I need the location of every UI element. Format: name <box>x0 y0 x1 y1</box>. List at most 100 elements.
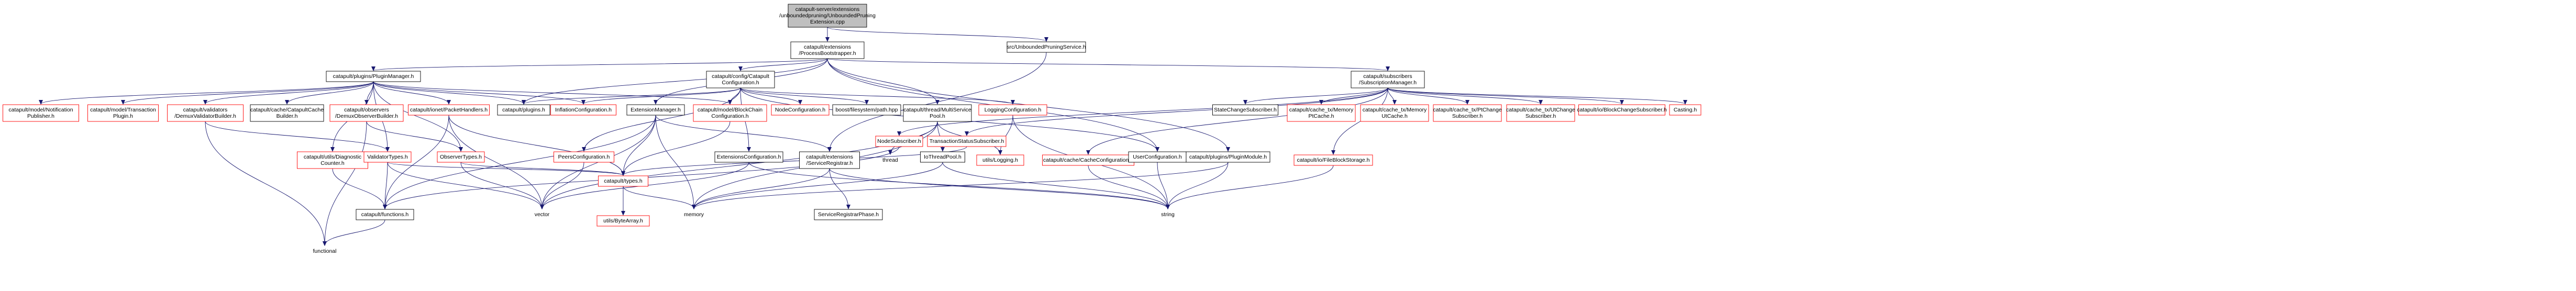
edge-procboot-to-submgr <box>827 58 1390 71</box>
edge-catconfig-to-nodeconfig <box>740 87 802 105</box>
node-functions[interactable]: catapult/functions.h <box>356 209 414 220</box>
node-box-submgr <box>1351 71 1425 88</box>
node-box-logging <box>976 154 1024 166</box>
edge-demuxobs-to-observertypes <box>366 121 463 152</box>
node-label-notifpub-0: catapult/model/Notification <box>8 107 73 113</box>
edge-packethandlers-to-vector <box>448 115 544 209</box>
node-svcregistrar[interactable]: catapult/extensions/ServiceRegistrar.h <box>799 151 860 169</box>
node-logging[interactable]: utils/Logging.h <box>976 154 1024 166</box>
node-label-txplugin-0: catapult/model/Transaction <box>90 107 156 113</box>
node-peersconfig[interactable]: PeersConfiguration.h <box>554 151 614 163</box>
node-iothreadpool[interactable]: IoThreadPool.h <box>920 151 965 163</box>
node-txstatussub[interactable]: TransactionStatusSubscriber.h <box>927 136 1007 147</box>
node-loggingconfig[interactable]: LoggingConfiguration.h <box>978 104 1047 116</box>
edge-submgr-to-memutcache <box>1387 87 1397 105</box>
node-box-procboot <box>790 41 865 59</box>
node-label-utchange-1: Subscriber.h <box>1525 113 1556 119</box>
node-inflation[interactable]: InflationConfiguration.h <box>550 104 616 116</box>
edge-procboot-to-pluginmgr <box>371 58 828 71</box>
node-cacheconfig[interactable]: catapult/cache/CacheConfiguration.h <box>1042 154 1134 166</box>
node-label-extconfig-0: ExtensionsConfiguration.h <box>717 154 781 160</box>
node-label-root-1: /unboundedpruning/UnboundedPruning <box>779 13 876 19</box>
node-label-svcphase-0: ServiceRegistrarPhase.h <box>818 211 879 218</box>
edge-extmgr-to-functions <box>383 115 656 209</box>
edge-pluginmgr-to-packethandlers <box>373 81 451 105</box>
node-unbounded[interactable]: src/UnboundedPruningService.h <box>1007 41 1086 53</box>
node-svcphase[interactable]: ServiceRegistrarPhase.h <box>814 209 883 220</box>
edge-blockchainconfig-to-types <box>621 121 731 176</box>
node-label-peersconfig-0: PeersConfiguration.h <box>558 154 610 160</box>
edge-procboot-to-plugins <box>522 58 828 105</box>
node-label-catconfig-1: Configuration.h <box>722 80 759 86</box>
edge-iothreadpool-to-memory <box>692 162 943 209</box>
edge-multiservice-to-vector <box>540 121 938 209</box>
node-observertypes[interactable]: ObserverTypes.h <box>437 151 485 163</box>
node-procboot[interactable]: catapult/extensions/ProcessBootstrapper.… <box>790 41 865 59</box>
node-label-pluginmgr-0: catapult/plugins/PluginManager.h <box>333 73 414 80</box>
node-packethandlers[interactable]: catapult/ionet/PacketHandlers.h <box>408 104 490 116</box>
node-label-cachebuilder-0: catapult/cache/CatapultCache <box>250 107 324 113</box>
node-statechange[interactable]: StateChangeSubscriber.h <box>1212 104 1278 116</box>
node-label-functions-0: catapult/functions.h <box>361 211 409 218</box>
node-validatortypes[interactable]: ValidatorTypes.h <box>363 151 412 163</box>
node-label-boostpath-0: boost/filesystem/path.hpp <box>835 107 898 113</box>
node-box-filestorage <box>1293 154 1373 166</box>
edge-observertypes-to-types <box>460 162 625 176</box>
edge-pluginmgr-to-plugins <box>373 81 526 105</box>
edge-demuxval-to-validatortypes <box>205 121 390 152</box>
node-demuxobs[interactable]: catapult/observers/DemuxObserverBuilder.… <box>329 104 404 122</box>
edge-loggingconfig-to-logging <box>998 115 1013 155</box>
edge-submgr-to-blockchangesub <box>1387 87 1624 105</box>
node-extconfig[interactable]: ExtensionsConfiguration.h <box>714 151 783 163</box>
node-box-nodeconfig <box>771 104 830 116</box>
edge-submgr-to-nodesub <box>897 87 1388 136</box>
edge-catconfig-to-plugins <box>522 87 741 105</box>
node-submgr[interactable]: catapult/subscribers/SubscriptionManager… <box>1351 71 1425 88</box>
node-demuxval[interactable]: catapult/validators/DemuxValidatorBuilde… <box>167 104 244 122</box>
node-filestorage[interactable]: catapult/io/FileBlockStorage.h <box>1293 154 1373 166</box>
node-label-memptcache-0: catapult/cache_tx/Memory <box>1289 107 1354 113</box>
node-extmgr[interactable]: ExtensionManager.h <box>626 104 685 116</box>
node-label-catconfig-0: catapult/config/Catapult <box>712 73 769 80</box>
node-blockchangesub[interactable]: catapult/io/BlockChangeSubscriber.h <box>1577 104 1667 116</box>
node-label-ptchange-1: Subscriber.h <box>1452 113 1483 119</box>
node-userconfig[interactable]: UserConfiguration.h <box>1128 151 1187 163</box>
node-root[interactable]: catapult-server/extensions/unboundedprun… <box>779 4 876 28</box>
node-box-packethandlers <box>408 104 490 116</box>
node-box-svcphase <box>814 209 883 220</box>
node-label-demuxval-1: /DemuxValidatorBuilder.h <box>174 113 236 119</box>
node-box-svcregistrar <box>799 151 860 169</box>
node-types[interactable]: catapult/types.h <box>598 175 648 187</box>
edge-catconfig-to-boostpath <box>740 87 869 105</box>
node-bytearray[interactable]: utils/ByteArray.h <box>596 215 650 227</box>
node-box-blockchainconfig <box>693 104 767 122</box>
node-casting[interactable]: Casting.h <box>1669 104 1701 116</box>
node-pluginmodule[interactable]: catapult/plugins/PluginModule.h <box>1186 151 1270 163</box>
node-nodesub[interactable]: NodeSubscriber.h <box>875 136 923 147</box>
edge-observertypes-to-vector <box>460 162 544 209</box>
node-label-blockchainconfig-0: catapult/model/BlockChain <box>698 107 762 113</box>
node-label-logging-0: utils/Logging.h <box>982 157 1018 163</box>
node-plugins[interactable]: catapult/plugins.h <box>497 104 550 116</box>
node-nodeconfig[interactable]: NodeConfiguration.h <box>771 104 830 116</box>
edge-submgr-to-casting <box>1387 87 1687 105</box>
edge-pluginmodule-to-memory <box>692 162 1229 209</box>
node-boostpath[interactable]: boost/filesystem/path.hpp <box>832 104 901 116</box>
node-box-boostpath <box>832 104 901 116</box>
edge-pluginmgr-to-inflation <box>373 81 585 105</box>
node-pluginmgr[interactable]: catapult/plugins/PluginManager.h <box>326 71 421 82</box>
node-label-string-0: string <box>1161 211 1175 218</box>
node-box-txstatussub <box>927 136 1007 147</box>
